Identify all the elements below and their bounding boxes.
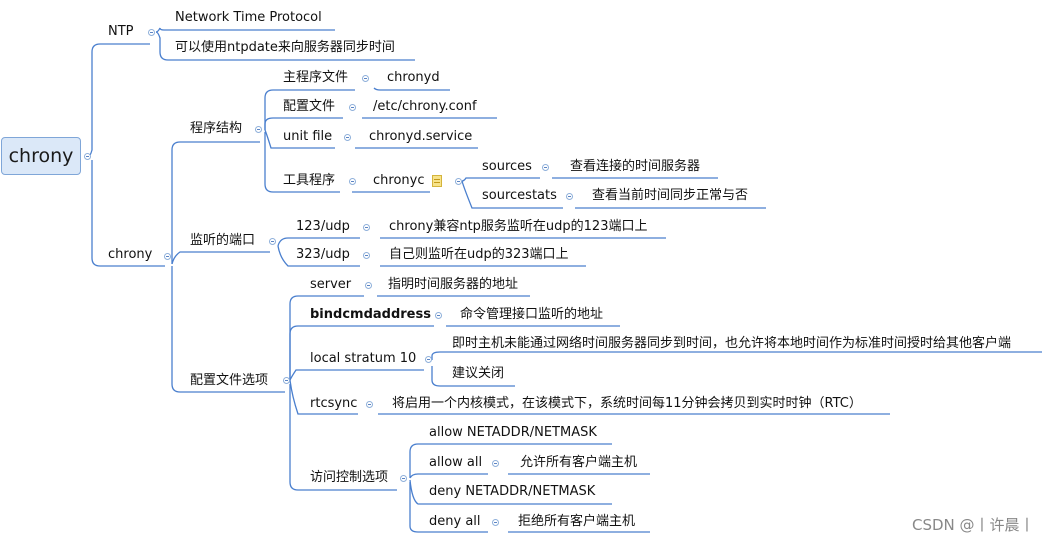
bindcmd-key[interactable]: bindcmdaddress [310,307,431,322]
udp123-value[interactable]: chrony兼容ntp服务监听在udp的123端口上 [389,219,648,234]
server-value[interactable]: 指明时间服务器的地址 [388,277,519,292]
ntp-item[interactable]: Network Time Protocol [175,10,322,25]
deny-all-value[interactable]: 拒绝所有客户端主机 [518,514,636,529]
chrony-node[interactable]: chrony [108,247,153,262]
udp323-value[interactable]: 自己则监听在udp的323端口上 [389,247,569,262]
collapse-toggle-icon[interactable] [349,178,356,185]
collapse-toggle-icon[interactable] [344,134,351,141]
unit-file-key[interactable]: unit file [283,129,333,144]
root-node[interactable]: chrony [1,137,81,175]
main-program-value[interactable]: chronyd [387,70,440,85]
udp123-key[interactable]: 123/udp [296,219,350,234]
allow-all-key[interactable]: allow all [429,455,483,470]
access-key[interactable]: 访问控制选项 [310,470,389,485]
collapse-toggle-icon[interactable] [365,282,372,289]
rtcsync-value[interactable]: 将启用一个内核模式，在该模式下，系统时间每11分钟会拷贝到实时时钟（RTC） [392,396,862,411]
collapse-toggle-icon[interactable] [425,356,432,363]
rtcsync-key[interactable]: rtcsync [310,396,358,411]
bindcmd-value[interactable]: 命令管理接口监听的地址 [460,307,604,322]
structure-node[interactable]: 程序结构 [190,121,243,136]
collapse-toggle-icon[interactable] [363,224,370,231]
collapse-toggle-icon[interactable] [400,475,407,482]
collapse-toggle-icon[interactable] [283,377,290,384]
collapse-toggle-icon[interactable] [148,29,155,36]
collapse-toggle-icon[interactable] [164,253,171,260]
ports-node[interactable]: 监听的端口 [190,233,256,248]
note-icon[interactable] [432,175,442,187]
tool-value[interactable]: chronyc [373,173,425,188]
main-program-key[interactable]: 主程序文件 [283,70,349,85]
collapse-toggle-icon[interactable] [363,252,370,259]
collapse-toggle-icon[interactable] [255,126,262,133]
collapse-toggle-icon[interactable] [84,153,91,160]
allow-net[interactable]: allow NETADDR/NETMASK [429,425,597,440]
unit-file-value[interactable]: chronyd.service [369,129,473,144]
collapse-toggle-icon[interactable] [542,164,549,171]
sources-value[interactable]: 查看连接的时间服务器 [570,159,701,174]
deny-all-key[interactable]: deny all [429,514,481,529]
collapse-toggle-icon[interactable] [349,104,356,111]
stratum-key[interactable]: local stratum 10 [310,351,417,366]
allow-all-value[interactable]: 允许所有客户端主机 [520,455,638,470]
server-key[interactable]: server [310,277,352,292]
stratum-value[interactable]: 建议关闭 [452,366,505,381]
ntp-item[interactable]: 可以使用ntpdate来向服务器同步时间 [175,40,395,55]
watermark: CSDN @丨许晨丨 [912,516,1035,534]
root-label: chrony [8,145,74,167]
ntp-node[interactable]: NTP [108,24,134,39]
deny-net[interactable]: deny NETADDR/NETMASK [429,484,596,499]
sourcestats-value[interactable]: 查看当前时间同步正常与否 [592,188,749,203]
config-file-value[interactable]: /etc/chrony.conf [373,99,477,114]
collapse-toggle-icon[interactable] [435,312,442,319]
sources-key[interactable]: sources [482,159,532,174]
collapse-toggle-icon[interactable] [492,460,499,467]
stratum-value[interactable]: 即时主机未能通过网络时间服务器同步到时间，也允许将本地时间作为标准时间授时给其他… [452,336,1012,351]
options-node[interactable]: 配置文件选项 [190,373,269,388]
collapse-toggle-icon[interactable] [269,238,276,245]
udp323-key[interactable]: 323/udp [296,247,350,262]
collapse-toggle-icon[interactable] [362,75,369,82]
collapse-toggle-icon[interactable] [492,519,499,526]
collapse-toggle-icon[interactable] [366,401,373,408]
tool-key[interactable]: 工具程序 [283,173,336,188]
config-file-key[interactable]: 配置文件 [283,99,336,114]
sourcestats-key[interactable]: sourcestats [482,188,557,203]
collapse-toggle-icon[interactable] [455,178,462,185]
collapse-toggle-icon[interactable] [566,193,573,200]
